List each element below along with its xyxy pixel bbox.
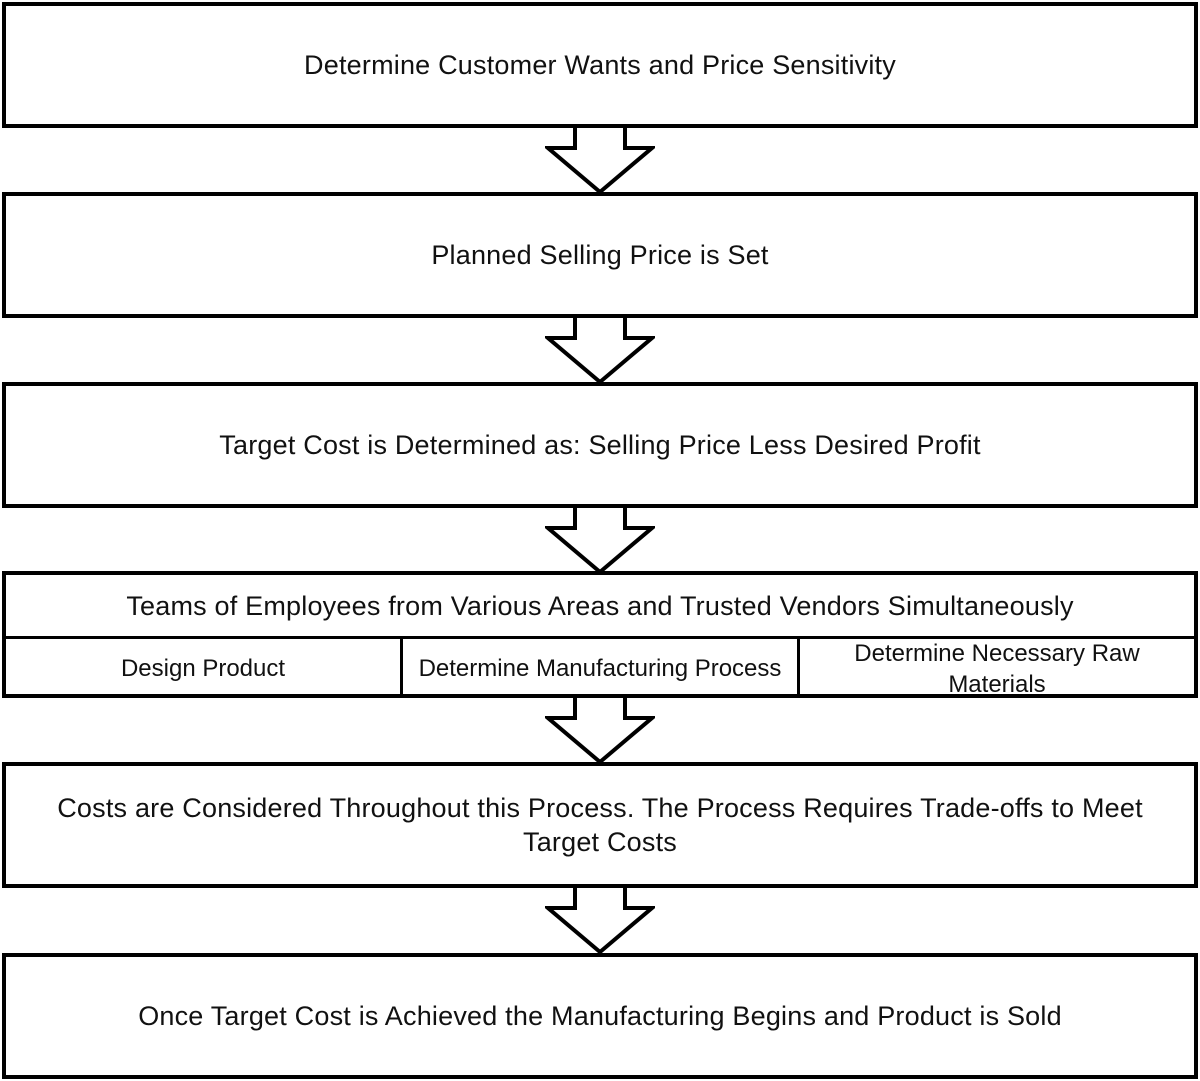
down-arrow-icon (545, 314, 655, 386)
substep-cell-manufacturing: Determine Manufacturing Process (400, 639, 797, 698)
substep-cell-raw-materials: Determine Necessary Raw Materials (797, 639, 1194, 698)
step-box-4: Teams of Employees from Various Areas an… (2, 571, 1198, 698)
step-box-4-header: Teams of Employees from Various Areas an… (6, 575, 1194, 639)
step-label-1: Determine Customer Wants and Price Sensi… (304, 50, 896, 80)
down-arrow-icon (545, 694, 655, 766)
step-label-5: Costs are Considered Throughout this Pro… (57, 793, 1143, 857)
down-arrow-icon (545, 884, 655, 956)
step-box-5: Costs are Considered Throughout this Pro… (2, 762, 1198, 888)
substep-label-manufacturing: Determine Manufacturing Process (418, 655, 782, 682)
down-arrow-icon (545, 124, 655, 196)
step-box-3: Target Cost is Determined as: Selling Pr… (2, 382, 1198, 508)
substep-row: Design Product Determine Manufacturing P… (6, 639, 1194, 698)
step-box-1: Determine Customer Wants and Price Sensi… (2, 2, 1198, 128)
substep-cell-design: Design Product (6, 639, 400, 698)
step-label-6: Once Target Cost is Achieved the Manufac… (138, 1001, 1062, 1031)
step-box-2: Planned Selling Price is Set (2, 192, 1198, 318)
step-label-3: Target Cost is Determined as: Selling Pr… (219, 430, 981, 460)
step-label-2: Planned Selling Price is Set (431, 240, 769, 270)
step-box-6: Once Target Cost is Achieved the Manufac… (2, 953, 1198, 1079)
substep-label-design: Design Product (120, 655, 286, 682)
down-arrow-icon (545, 504, 655, 576)
step-label-4: Teams of Employees from Various Areas an… (126, 590, 1074, 621)
substep-label-raw-materials: Determine Necessary Raw Materials (854, 639, 1140, 698)
